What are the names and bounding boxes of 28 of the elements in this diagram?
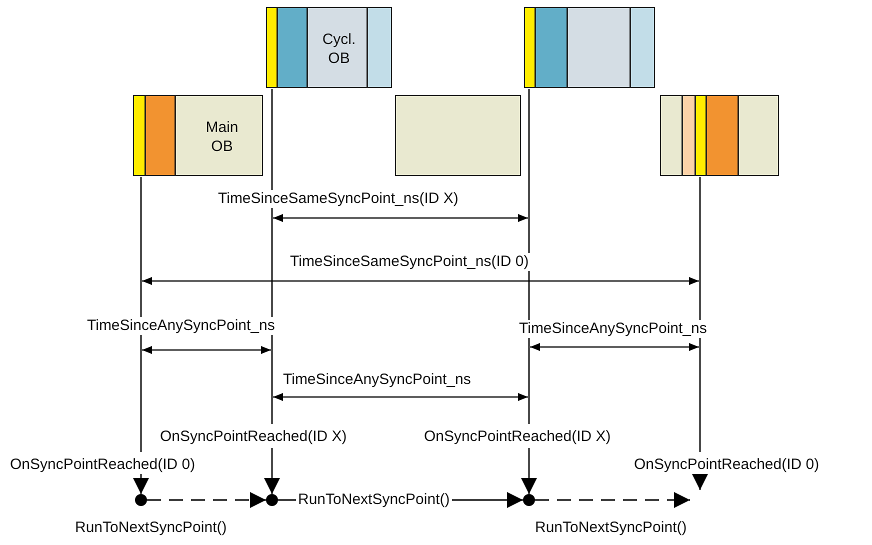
edge-label: OnSyncPointReached(ID X) [424, 428, 611, 446]
edge-label: RunToNextSyncPoint() [296, 491, 452, 509]
edge-label: OnSyncPointReached(ID 0) [634, 456, 820, 474]
sync-point-dot [266, 494, 278, 506]
sync-point-dot [523, 494, 535, 506]
edge-label: OnSyncPointReached(ID X) [160, 428, 347, 446]
arrow [692, 176, 708, 491]
arrow [535, 492, 690, 508]
arrow [264, 88, 280, 495]
edge-label: OnSyncPointReached(ID 0) [10, 456, 196, 474]
arrow [147, 492, 266, 508]
dimension-label: TimeSinceSameSyncPoint_ns(ID 0) [288, 253, 531, 271]
dimension-label: TimeSinceAnySyncPoint_ns [517, 320, 709, 338]
task-block [524, 7, 655, 88]
dimension-label: TimeSinceAnySyncPoint_ns [281, 371, 473, 389]
task-block [133, 95, 263, 176]
arrow [521, 88, 537, 495]
edge-label: RunToNextSyncPoint() [75, 519, 227, 537]
block-label: Cycl. OB [321, 30, 357, 68]
dimension-label: TimeSinceAnySyncPoint_ns [85, 317, 277, 335]
dimension-label: TimeSinceSameSyncPoint_ns(ID X) [216, 190, 460, 208]
edge-label: RunToNextSyncPoint() [535, 519, 687, 537]
arrow [133, 176, 149, 495]
task-block [266, 7, 392, 88]
task-block [395, 95, 521, 176]
task-block [660, 95, 779, 176]
sync-point-dot [135, 494, 147, 506]
block-label: Main OB [204, 118, 240, 156]
